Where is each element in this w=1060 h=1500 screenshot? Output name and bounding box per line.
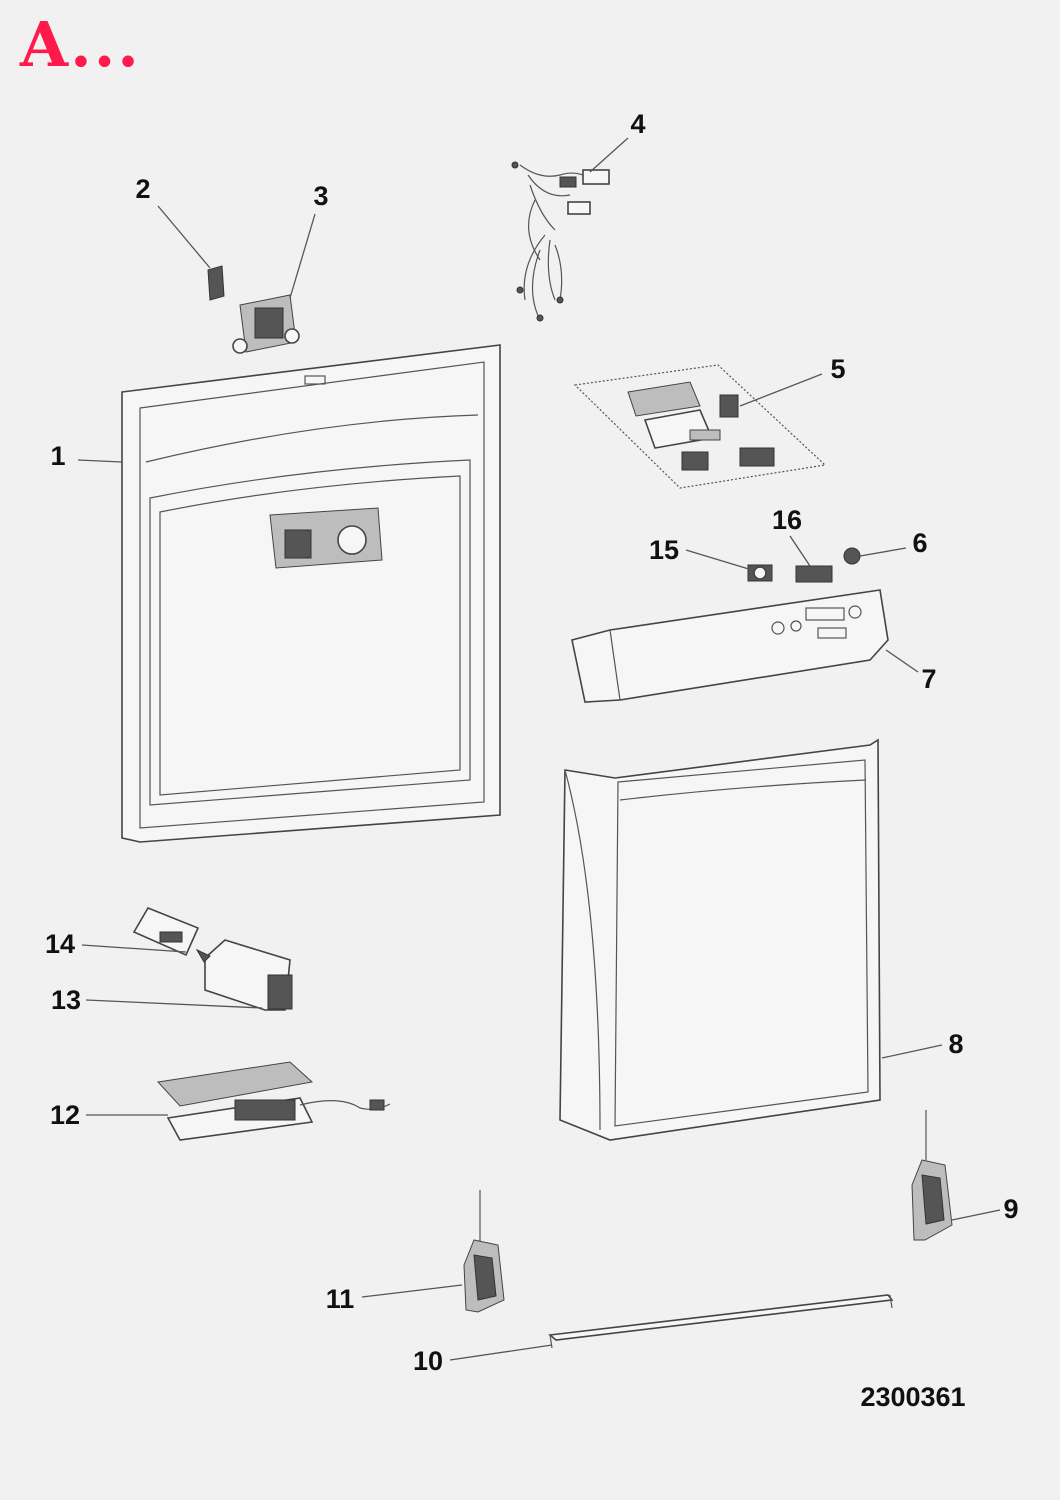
part-inner-door-panel	[121, 344, 501, 843]
callout-3: 3	[313, 181, 328, 211]
part-hinge-right	[911, 1110, 953, 1241]
part-control-board-kit	[573, 364, 827, 489]
callout-15: 15	[649, 535, 679, 565]
callout-11: 11	[326, 1284, 355, 1314]
part-control-panel	[571, 589, 889, 703]
callout-14: 14	[45, 929, 75, 959]
brand-logo: A...	[20, 8, 141, 81]
callout-8: 8	[948, 1029, 963, 1059]
part-door-lock	[232, 294, 300, 354]
part-module-box	[204, 939, 293, 1011]
part-button-6	[843, 547, 861, 565]
callout-1: 1	[50, 441, 65, 471]
drawing-number: 2300361	[860, 1382, 965, 1412]
callout-16: 16	[772, 505, 802, 535]
part-hinge-left	[463, 1190, 505, 1313]
callout-2: 2	[135, 174, 150, 204]
callout-7: 7	[921, 664, 936, 694]
callout-6: 6	[912, 528, 927, 558]
callout-labels: 1 2 3 4 5 6 7 8 9 10 11 12 13 14 15 16	[45, 109, 1019, 1376]
callout-13: 13	[51, 985, 81, 1015]
part-button-15	[747, 564, 773, 582]
part-button-16	[795, 565, 833, 583]
part-rod	[548, 1294, 894, 1349]
part-wiring-harness	[511, 161, 610, 322]
part-label-sheet	[132, 907, 211, 963]
part-outer-door	[559, 738, 881, 1141]
callout-4: 4	[630, 109, 645, 139]
callout-5: 5	[830, 354, 845, 384]
leader-lines	[77, 137, 1001, 1361]
callout-12: 12	[50, 1100, 80, 1130]
callout-10: 10	[413, 1346, 443, 1376]
part-main-pcb	[156, 1061, 391, 1141]
part-clip	[207, 265, 225, 301]
callout-9: 9	[1003, 1194, 1018, 1224]
